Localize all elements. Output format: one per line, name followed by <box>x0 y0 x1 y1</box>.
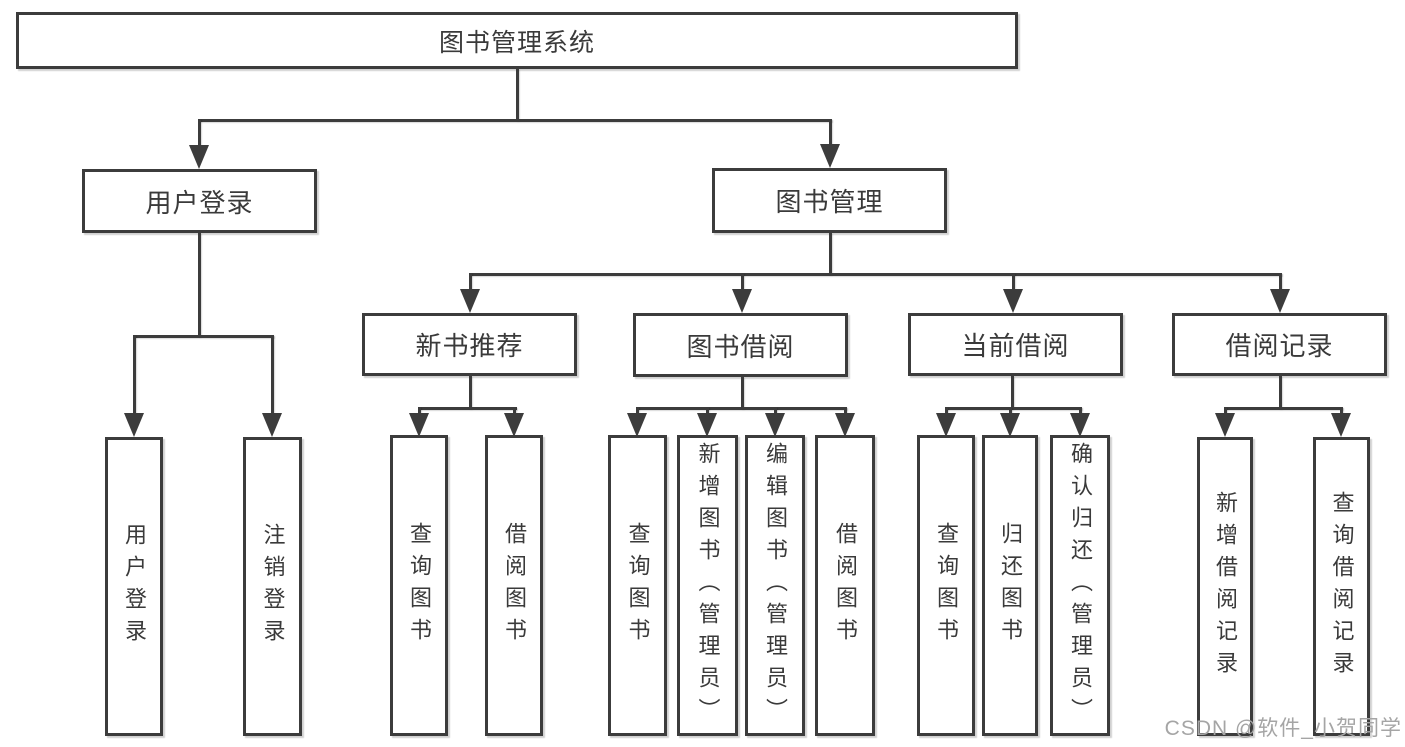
connector-line <box>1279 376 1282 409</box>
connector-line <box>198 119 201 147</box>
node-new-book-recommend: 新书推荐 <box>362 313 577 376</box>
node-label: 用户登录 <box>122 522 147 651</box>
connector-line <box>1224 407 1343 410</box>
leaf-add-books-admin: 新增图书（管理员） <box>677 435 738 736</box>
connector-line <box>1009 407 1012 417</box>
arrow-down-icon <box>1003 289 1023 313</box>
node-label: 图书管理系统 <box>438 28 595 57</box>
node-label: 查询图书 <box>934 521 959 650</box>
connector-line <box>741 377 744 409</box>
arrow-down-icon <box>409 413 429 437</box>
connector-line <box>1279 273 1282 291</box>
arrow-down-icon <box>124 413 144 437</box>
leaf-confirm-return-admin: 确认归还（管理员） <box>1050 435 1110 736</box>
arrow-down-icon <box>189 145 209 169</box>
node-label: 借阅图书 <box>502 521 527 650</box>
connector-line <box>418 407 517 410</box>
node-book-management: 图书管理 <box>712 168 947 233</box>
connector-line <box>1012 273 1015 291</box>
node-borrowing-records: 借阅记录 <box>1172 313 1387 376</box>
node-label: 用户登录 <box>145 187 254 218</box>
connector-line <box>1224 407 1227 417</box>
arrow-down-icon <box>1215 413 1235 437</box>
connector-line <box>945 407 948 417</box>
connector-line <box>513 407 516 417</box>
node-label: 图书借阅 <box>686 331 795 362</box>
connector-line <box>1011 376 1014 409</box>
connector-line <box>271 335 274 415</box>
leaf-query-borrow-record: 查询借阅记录 <box>1313 437 1370 736</box>
node-label: 归还图书 <box>998 521 1023 650</box>
leaf-return-books: 归还图书 <box>982 435 1038 736</box>
node-label: 新书推荐 <box>415 331 524 361</box>
connector-line <box>1340 407 1343 417</box>
node-label: 新增借阅记录 <box>1213 490 1238 683</box>
leaf-edit-books-admin: 编辑图书（管理员） <box>745 435 805 736</box>
connector-line <box>706 407 709 417</box>
leaf-borrow-books-2: 借阅图书 <box>815 435 875 736</box>
node-label: 查询图书 <box>407 521 432 650</box>
node-user-login: 用户登录 <box>82 169 317 233</box>
node-label: 查询图书 <box>625 521 651 650</box>
connector-line <box>469 273 472 291</box>
connector-line <box>844 407 847 417</box>
node-label: 注销登录 <box>260 522 286 651</box>
arrow-down-icon <box>732 289 752 313</box>
arrow-down-icon <box>1070 413 1090 437</box>
leaf-user-login: 用户登录 <box>105 437 163 736</box>
connector-line <box>133 335 274 338</box>
connector-line <box>198 233 201 337</box>
node-label: 借阅图书 <box>833 521 858 650</box>
arrow-down-icon <box>1331 413 1351 437</box>
arrow-down-icon <box>460 289 480 313</box>
connector-line <box>829 119 832 147</box>
leaf-query-books-3: 查询图书 <box>917 435 975 736</box>
node-label: 查询借阅记录 <box>1329 490 1355 683</box>
connector-line <box>774 407 777 417</box>
arrow-down-icon <box>1270 289 1290 313</box>
connector-line <box>636 407 847 410</box>
leaf-query-books-2: 查询图书 <box>608 435 667 736</box>
connector-line <box>516 69 519 121</box>
leaf-query-books-1: 查询图书 <box>390 435 448 736</box>
arrow-down-icon <box>820 144 840 168</box>
watermark: CSDN @软件_小贺同学 <box>1164 717 1402 740</box>
connector-line <box>1079 407 1082 417</box>
connector-line <box>829 233 832 275</box>
arrow-down-icon <box>835 413 855 437</box>
node-root: 图书管理系统 <box>16 12 1018 69</box>
connector-line <box>741 273 744 291</box>
connector-line <box>198 119 832 122</box>
connector-line <box>133 335 136 415</box>
leaf-borrow-books-1: 借阅图书 <box>485 435 543 736</box>
arrow-down-icon <box>627 413 647 437</box>
arrow-down-icon <box>262 413 282 437</box>
connector-line <box>469 376 472 409</box>
connector-line <box>418 407 421 417</box>
node-book-borrowing: 图书借阅 <box>633 313 848 377</box>
leaf-logout: 注销登录 <box>243 437 302 736</box>
arrow-down-icon <box>1000 413 1020 437</box>
node-label: 借阅记录 <box>1225 331 1334 361</box>
node-label: 编辑图书（管理员） <box>763 441 788 730</box>
arrow-down-icon <box>697 413 717 437</box>
arrow-down-icon <box>765 413 785 437</box>
connector-line <box>469 273 1282 276</box>
node-current-borrowing: 当前借阅 <box>908 313 1123 376</box>
arrow-down-icon <box>504 413 524 437</box>
connector-line <box>945 407 1082 410</box>
node-label: 确认归还（管理员） <box>1068 441 1093 730</box>
node-label: 图书管理 <box>775 187 884 217</box>
node-label: 新增图书（管理员） <box>695 441 721 730</box>
node-label: 当前借阅 <box>961 331 1070 361</box>
connector-line <box>636 407 639 417</box>
arrow-down-icon <box>936 413 956 437</box>
leaf-add-borrow-record: 新增借阅记录 <box>1197 437 1253 736</box>
